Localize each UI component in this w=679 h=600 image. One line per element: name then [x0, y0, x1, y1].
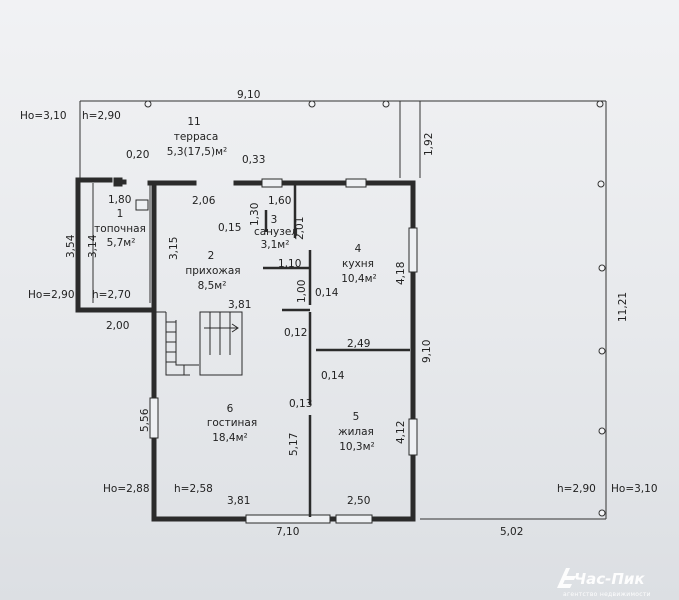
dim-0-13: 0,13 — [289, 398, 312, 410]
living-area: 18,4м² — [212, 432, 248, 444]
outline-lines — [79, 100, 607, 520]
terrace-name: терраса — [174, 131, 219, 143]
dim-2-49: 2,49 — [347, 338, 370, 350]
kitchen-number: 4 — [355, 243, 362, 255]
openings — [113, 177, 418, 524]
dim-1-00: 1,00 — [296, 280, 308, 303]
dim-1-10: 1,10 — [278, 258, 301, 270]
living-number: 6 — [227, 403, 234, 415]
dim-5-56: 5,56 — [139, 408, 151, 432]
dim-3-54: 3,54 — [65, 234, 77, 258]
h-mid-left: h=2,70 — [92, 289, 131, 301]
horizontal-dimensions: 9,10 0,20 0,33 1,80 2,06 1,60 0,15 1,10 … — [106, 89, 523, 538]
bedroom-name: жилая — [338, 426, 374, 438]
bath-number: 3 — [271, 214, 278, 226]
bedroom-area: 10,3м² — [339, 441, 375, 453]
terrace-post-circles — [144, 100, 606, 517]
interior-partitions — [263, 183, 410, 517]
dim-0-15: 0,15 — [218, 222, 241, 234]
dim-terrace-depth: 1,92 — [423, 133, 435, 156]
dim-top-width: 9,10 — [237, 89, 260, 101]
terrace-number: 11 — [187, 116, 200, 128]
h-top-left: h=2,90 — [82, 110, 121, 122]
living-name: гостиная — [207, 417, 257, 429]
ho-top-left: Ho=3,10 — [20, 110, 67, 122]
hall-name: прихожая — [185, 265, 240, 277]
dim-1-60: 1,60 — [268, 195, 291, 207]
boiler-name: топочная — [94, 223, 146, 235]
dim-4-18: 4,18 — [395, 262, 407, 285]
bath-name: санузел — [254, 226, 298, 238]
dim-0-20: 0,20 — [126, 149, 149, 161]
dim-0-14b: 0,14 — [321, 370, 345, 382]
dim-bottom-right: 5,02 — [500, 526, 523, 538]
ho-mid-left: Ho=2,90 — [28, 289, 75, 301]
kitchen-name: кухня — [342, 258, 374, 270]
dim-right-wall: 9,10 — [421, 340, 433, 363]
room-labels: 11 терраса 5,3(17,5)м² 1 топочная 5,7м² … — [94, 116, 377, 453]
dim-2-06: 2,06 — [192, 195, 216, 207]
dim-1-30: 1,30 — [249, 203, 261, 226]
dim-bottom-total: 7,10 — [276, 526, 299, 538]
dim-0-14a: 0,14 — [315, 287, 339, 299]
dim-3-81-bottom: 3,81 — [227, 495, 250, 507]
boiler-number: 1 — [117, 208, 124, 220]
dim-right-height: 11,21 — [617, 292, 629, 322]
hall-number: 2 — [208, 250, 215, 262]
vertical-dimensions: 1,92 11,21 9,10 3,54 3,14 3,15 1,30 2,01… — [65, 133, 629, 456]
dim-1-80: 1,80 — [108, 194, 131, 206]
dim-2-01: 2,01 — [294, 217, 306, 240]
terrace-area: 5,3(17,5)м² — [167, 146, 227, 158]
dim-3-15: 3,15 — [168, 237, 180, 260]
h-bottom-left: h=2,58 — [174, 483, 213, 495]
dim-0-12: 0,12 — [284, 327, 307, 339]
dim-2-50: 2,50 — [347, 495, 370, 507]
level-marks: Ho=3,10 h=2,90 Ho=2,90 h=2,70 Ho=2,88 h=… — [20, 110, 658, 495]
bedroom-number: 5 — [353, 411, 360, 423]
watermark-brand: Час-Пик — [574, 570, 645, 588]
hall-area: 8,5м² — [198, 280, 227, 292]
watermark: Час-Пик агентство недвижимости — [557, 568, 651, 598]
dim-3-81-top: 3,81 — [228, 299, 251, 311]
bath-area: 3,1м² — [261, 239, 290, 251]
kitchen-area: 10,4м² — [341, 273, 377, 285]
ho-bottom-right: Ho=3,10 — [611, 483, 658, 495]
dim-0-33: 0,33 — [242, 154, 265, 166]
stair — [150, 311, 243, 376]
dim-2-00: 2,00 — [106, 320, 129, 332]
boiler-area: 5,7м² — [107, 237, 136, 249]
ho-bottom-left: Ho=2,88 — [103, 483, 150, 495]
dim-4-12: 4,12 — [395, 421, 407, 444]
dim-3-14: 3,14 — [87, 234, 99, 258]
dim-5-17: 5,17 — [288, 433, 300, 456]
watermark-tagline: агентство недвижимости — [563, 591, 651, 598]
h-bottom-right: h=2,90 — [557, 483, 596, 495]
